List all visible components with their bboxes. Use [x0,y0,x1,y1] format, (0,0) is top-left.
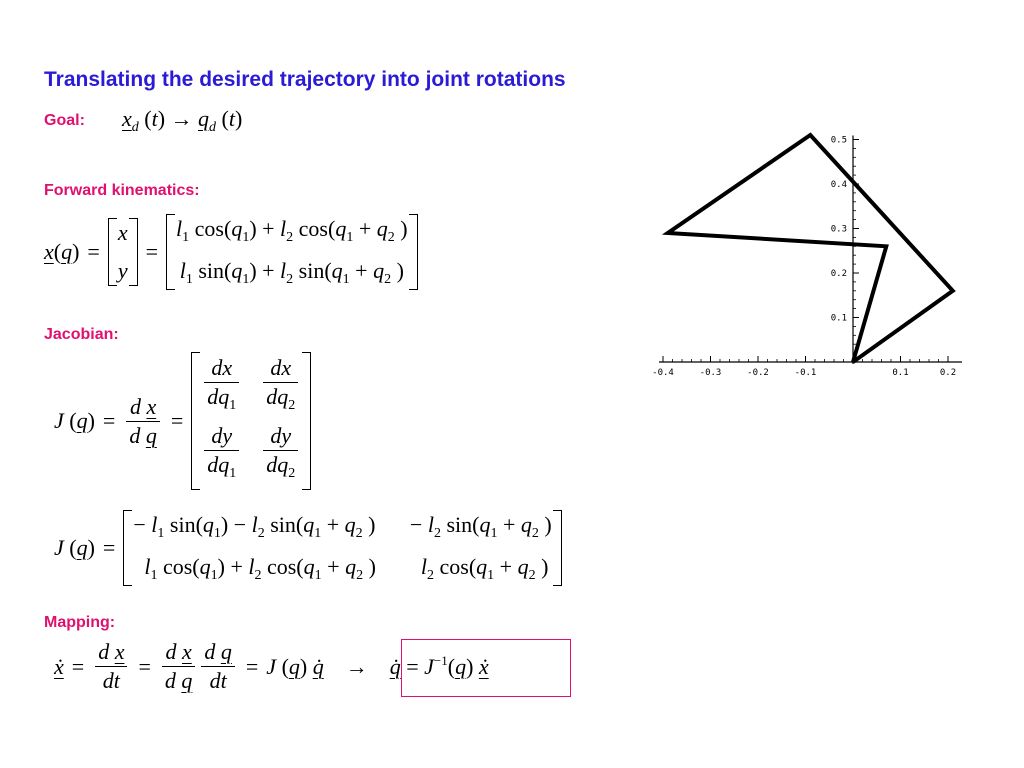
arm-links-line [661,132,956,364]
x-tick-label: 0.1 [892,368,908,378]
goal-equation: xd (t) → qd (t) [122,106,243,135]
forward-kinematics-label: Forward kinematics: [44,182,200,199]
result-box [401,639,571,697]
x-tick-label: -0.3 [700,368,722,378]
arm-trajectory-chart: -0.4 -0.3 -0.2 -0.1 0.1 0.2 0.1 0.2 0.3 0.4 0.5 [652,132,962,378]
y-tick-label: 0.3 [831,225,847,235]
mapping-label: Mapping: [44,614,116,631]
dotted-trajectory-line [666,134,812,234]
x-tick-label: 0.2 [940,368,956,378]
y-tick-label: 0.4 [831,180,847,190]
y-tick-label: 0.1 [831,314,847,324]
page-title: Translating the desired trajectory into … [44,68,566,91]
goal-label: Goal: [44,112,85,129]
y-tick-label: 0.5 [831,136,847,146]
x-tick-label: -0.2 [747,368,769,378]
x-tick-label: -0.4 [652,368,674,378]
y-tick-label: 0.2 [831,269,847,279]
jacobian-matrix: J (q)= − l1 sin(q1) − l2 sin(q1 + q2 ) −… [54,510,563,586]
x-tick-label: -0.1 [795,368,817,378]
jacobian-label: Jacobian: [44,326,119,343]
